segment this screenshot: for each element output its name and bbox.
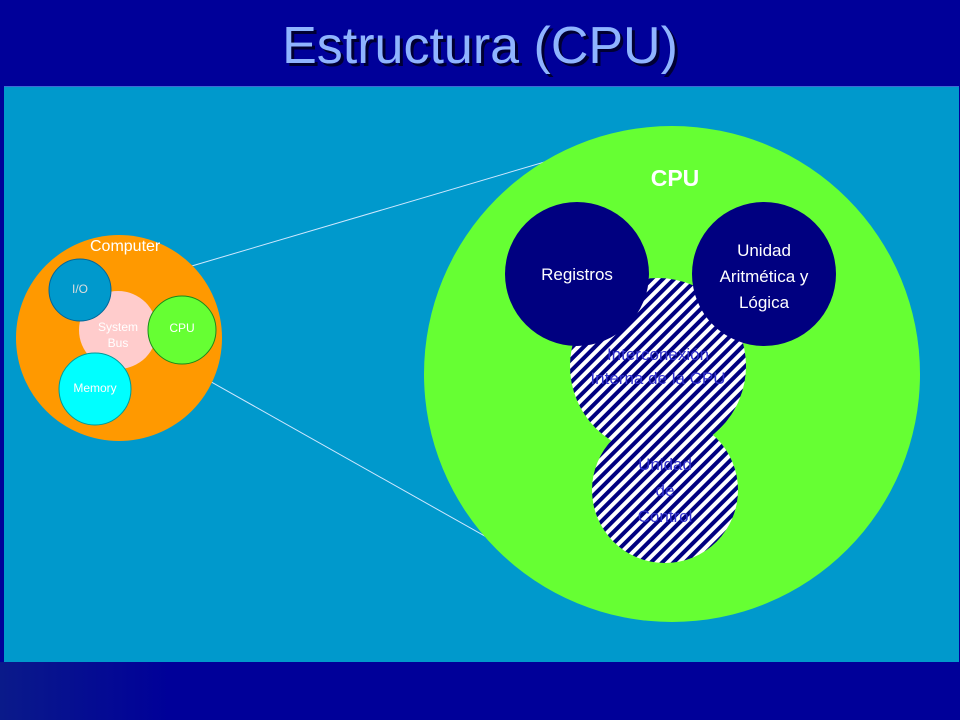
registros-label: Registros xyxy=(541,265,613,284)
io-label: I/O xyxy=(71,282,88,296)
interconexion-label: Interconexión Interna de la CPU xyxy=(590,345,726,388)
cpu-small-label: CPU xyxy=(169,321,195,335)
cpu-big-label: CPU xyxy=(650,165,700,191)
alu-label: Unidad Aritmética y Lógica xyxy=(719,241,809,312)
unidad-control-circle xyxy=(592,417,738,563)
cpu-small-circle xyxy=(147,295,217,365)
io-circle xyxy=(48,258,112,322)
slide-title: Estructura (CPU) xyxy=(282,17,678,75)
zoom-line-top xyxy=(184,147,593,269)
alu-circle xyxy=(692,202,836,346)
memory-circle xyxy=(58,352,132,426)
system-bus-label: System Bus xyxy=(97,320,138,350)
memory-label: Memory xyxy=(73,381,117,395)
footer-band xyxy=(0,662,960,720)
unidad-control-label: Unidad de Control xyxy=(637,455,693,526)
registros-circle xyxy=(505,202,649,346)
computer-label: Computer xyxy=(90,238,161,255)
